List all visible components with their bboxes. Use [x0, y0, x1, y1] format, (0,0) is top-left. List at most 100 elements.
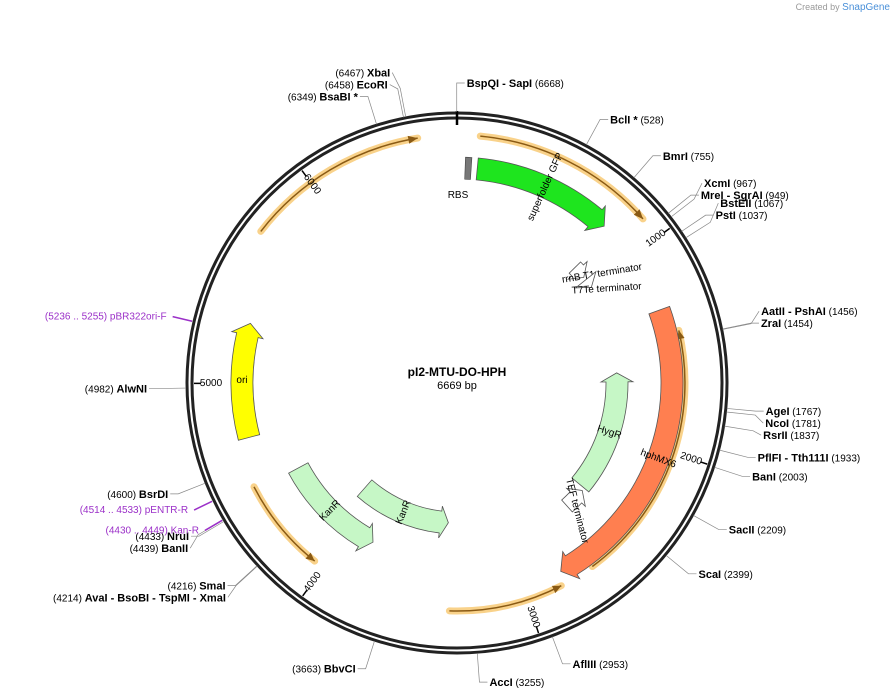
enzyme-leader-line — [476, 653, 488, 683]
brand-prefix: Created by — [795, 2, 840, 12]
position-tick — [301, 170, 307, 177]
plasmid-name: pI2-MTU-DO-HPH — [408, 365, 507, 379]
enzyme-leader-line — [693, 515, 727, 530]
enzyme-position: (4982) — [85, 385, 117, 396]
enzyme-name: XbaI — [367, 68, 390, 80]
enzyme-label[interactable]: (6458) EcoRI — [325, 80, 388, 92]
enzyme-label[interactable]: RsrII (1837) — [763, 430, 819, 442]
enzyme-leader-line — [191, 521, 225, 537]
enzyme-label[interactable]: BstEII (1067) — [720, 198, 783, 210]
enzyme-name: - XmaI — [190, 592, 226, 604]
enzyme-position: (6349) — [288, 93, 320, 104]
enzyme-leader-line — [681, 214, 714, 232]
orf-line — [480, 135, 644, 220]
snapgene-logo: SnapGene — [842, 2, 890, 13]
enzyme-name: BclI * — [610, 114, 638, 126]
orf-line — [449, 585, 562, 612]
enzyme-name: AatII — [761, 306, 785, 318]
primer-marker[interactable] — [204, 519, 223, 532]
enzyme-name: AvaI — [85, 592, 108, 604]
position-tick-label: 2000 — [679, 450, 704, 467]
feature-hphmx6[interactable] — [560, 305, 684, 580]
enzyme-position: (1767) — [790, 407, 822, 418]
enzyme-name: - SgrAI — [724, 190, 763, 202]
enzyme-name: PstI — [716, 210, 736, 222]
enzyme-name: NruI — [167, 531, 189, 543]
enzyme-label[interactable]: BclI * (528) — [610, 114, 664, 126]
enzyme-position: (4216) — [168, 581, 200, 592]
enzyme-name: AflIII — [573, 659, 597, 671]
enzyme-label[interactable]: MreI - SgrAI (949) — [701, 190, 789, 202]
enzyme-position: (1781) — [789, 419, 821, 430]
feature-ori[interactable] — [230, 322, 265, 441]
orf-arrowhead — [551, 585, 562, 594]
enzyme-leader-line — [726, 408, 764, 412]
enzyme-label[interactable]: AccI (3255) — [489, 677, 544, 689]
feature-rrnb-t1-terminator[interactable] — [566, 260, 588, 280]
primer-label[interactable]: (4514 .. 4533) pENTR-R — [80, 505, 188, 516]
enzyme-position: (1037) — [736, 211, 768, 222]
enzyme-position: (2953) — [596, 660, 628, 671]
enzyme-name: RsrII — [763, 430, 787, 442]
enzyme-position: (949) — [763, 191, 789, 202]
enzyme-label[interactable]: (4216) SmaI — [168, 580, 226, 592]
enzyme-label[interactable]: PflFI - Tth111I (1933) — [758, 452, 861, 464]
enzyme-leader-line — [714, 466, 751, 477]
enzyme-position: (2003) — [776, 472, 808, 483]
enzyme-name: MreI — [701, 190, 724, 202]
enzyme-label[interactable]: PstI (1037) — [716, 210, 768, 222]
enzyme-position: (4214) — [53, 593, 85, 604]
enzyme-label[interactable]: AgeI (1767) — [766, 406, 822, 418]
enzyme-name: SmaI — [199, 580, 225, 592]
enzyme-label[interactable]: ZraI (1454) — [761, 318, 813, 330]
enzyme-name: BstEII — [720, 198, 751, 210]
orf-arrowhead — [407, 135, 418, 144]
enzyme-name: SacII — [729, 525, 755, 537]
orf-arrowhead — [633, 209, 643, 219]
enzyme-position: (967) — [730, 179, 756, 190]
enzyme-label[interactable]: (4600) BsrDI — [107, 489, 168, 501]
enzyme-label[interactable]: (6467) XbaI — [335, 68, 390, 80]
enzyme-label[interactable]: BanI (2003) — [752, 471, 808, 483]
position-tick-label: 3000 — [524, 605, 542, 630]
enzyme-label[interactable]: AflIII (2953) — [573, 659, 629, 671]
feature-kanr[interactable] — [288, 462, 374, 552]
feature-label: RBS — [448, 190, 469, 201]
enzyme-label[interactable]: (4433) NruI — [135, 531, 189, 543]
enzyme-label[interactable]: (4439) BanII — [130, 543, 189, 555]
enzyme-label[interactable]: BspQI - SapI (6668) — [467, 78, 564, 90]
feature-t7te-terminator[interactable] — [574, 270, 597, 289]
enzyme-position: (4433) — [135, 532, 167, 543]
position-tick — [535, 626, 540, 634]
enzyme-label[interactable]: BmrI (755) — [663, 151, 714, 163]
enzyme-label[interactable]: XcmI (967) — [704, 178, 756, 190]
orf-line — [260, 137, 418, 232]
primer-marker[interactable] — [172, 315, 193, 322]
enzyme-label[interactable]: (4982) AlwNI — [85, 384, 147, 396]
enzyme-name: NcoI — [765, 418, 789, 430]
enzyme-label[interactable]: SacII (2209) — [729, 525, 786, 537]
enzyme-label[interactable]: ScaI (2399) — [698, 569, 752, 581]
primer-label[interactable]: (4430 .. 4449) Kan-R — [106, 525, 199, 536]
enzyme-label[interactable]: AatII - PshAI (1456) — [761, 306, 857, 318]
enzyme-leader-line — [726, 411, 764, 424]
orfs-layer — [250, 132, 689, 615]
feature-rbs[interactable] — [464, 156, 473, 180]
feature-kanr[interactable] — [356, 479, 449, 539]
feature-superfolder-gfp[interactable] — [475, 157, 606, 232]
enzyme-label[interactable]: (4214) AvaI - BsoBI - TspMI - XmaI — [53, 592, 226, 604]
primer-name: Kan-R — [171, 525, 199, 536]
enzyme-leader-line — [722, 322, 759, 330]
primer-marker[interactable] — [193, 500, 213, 511]
feature-tef-terminator[interactable] — [561, 487, 586, 513]
enzyme-leader-line — [633, 155, 661, 178]
enzyme-name: BspQI — [467, 78, 499, 90]
enzyme-label[interactable]: NcoI (1781) — [765, 418, 821, 430]
enzyme-label[interactable]: (6349) BsaBI * — [288, 92, 359, 104]
primer-label[interactable]: (5236 .. 5255) pBR322ori-F — [45, 312, 167, 323]
enzyme-label[interactable]: (3663) BbvCI — [292, 664, 355, 676]
feature-hygr[interactable] — [571, 372, 635, 493]
enzyme-position: (3663) — [292, 665, 324, 676]
enzyme-position: (3255) — [513, 678, 545, 689]
